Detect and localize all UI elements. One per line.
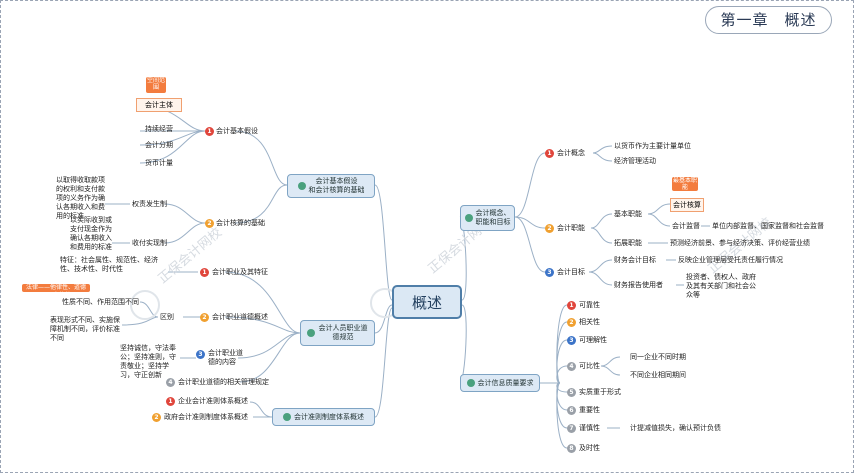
- priority-4-icon: 4: [567, 362, 576, 371]
- node-accounting-objective[interactable]: 会计目标: [557, 268, 585, 276]
- node-difference[interactable]: 区别: [160, 313, 174, 321]
- node-accounting-calculation[interactable]: 会计核算: [670, 198, 704, 212]
- desc-accrual-basis: 以取得收取款项的权利和支付款项的义务作为确认各期收入和费用的标准: [56, 176, 105, 220]
- priority-2-icon: 2: [200, 313, 209, 322]
- node-same-entity[interactable]: 同一企业不同时期: [630, 353, 686, 361]
- node-ethics-regulations[interactable]: 会计职业道德的相关管理规定: [178, 378, 269, 386]
- tag-basic-function: 最基本职能: [672, 177, 698, 191]
- node-ethics-content[interactable]: 会计职业道德的内容: [208, 349, 243, 366]
- node-icon: [307, 329, 315, 337]
- node-accrual-basis[interactable]: 权责发生制: [132, 200, 167, 208]
- node-economic-management[interactable]: 经济管理活动: [614, 157, 656, 165]
- priority-1-icon: 1: [200, 268, 209, 277]
- node-accounting-basis[interactable]: 会计核算的基础: [216, 219, 265, 227]
- node-financial-objective[interactable]: 财务会计目标: [614, 256, 656, 264]
- branch-info-quality[interactable]: 会计信息质量要求: [460, 374, 540, 392]
- branch-basic-assumptions[interactable]: 会计基本假设 和会计核算的基础: [287, 174, 375, 198]
- node-report-users[interactable]: 财务报告使用者: [614, 281, 663, 289]
- node-prudence[interactable]: 谨慎性: [579, 424, 600, 432]
- priority-1-icon: 1: [567, 301, 576, 310]
- node-ethics-overview[interactable]: 会计职业道德概述: [212, 313, 268, 321]
- node-timeliness[interactable]: 及时性: [579, 444, 600, 452]
- branch-professional-ethics[interactable]: 会计人员职业道德规范: [300, 320, 375, 346]
- branch-label: 会计准则制度体系概述: [294, 412, 364, 421]
- tag-law-vs-ethics: 法律——他律性、道德——自律性: [22, 284, 90, 299]
- priority-8-icon: 8: [567, 444, 576, 453]
- node-icon: [283, 413, 291, 421]
- desc-extended-functions: 预测经济前景、参与经济决策、评价经营业绩: [670, 239, 810, 247]
- priority-2-icon: 2: [545, 224, 554, 233]
- desc-cash-basis: 以实际收到或支付现金作为确认各期收入和费用的标准: [70, 216, 112, 251]
- priority-5-icon: 5: [567, 388, 576, 397]
- node-substance-over-form[interactable]: 实质重于形式: [579, 388, 621, 396]
- node-diff-nature[interactable]: 性质不同、作用范围不同: [62, 298, 139, 306]
- desc-report-users: 投资者、债权人、政府及其有关部门和社会公众等: [686, 273, 756, 299]
- node-different-entity[interactable]: 不同企业相同期间: [630, 371, 686, 379]
- node-accounting-functions[interactable]: 会计职能: [557, 224, 585, 232]
- node-monetary-unit[interactable]: 以货币作为主要计量单位: [614, 142, 691, 150]
- node-accounting-profession[interactable]: 会计职业及其特征: [212, 268, 268, 276]
- desc-ethics-content: 坚持诚信，守法奉公；坚持准则，守责敬业；坚持学习，守正创新: [120, 344, 176, 379]
- branch-label: 会计基本假设 和会计核算的基础: [308, 177, 365, 194]
- page-title: 第一章 概述: [705, 6, 832, 34]
- priority-7-icon: 7: [567, 424, 576, 433]
- node-enterprise-standards[interactable]: 企业会计准则体系概述: [178, 397, 248, 405]
- tag-spatial-scope: 空间范围: [146, 77, 166, 93]
- priority-6-icon: 6: [567, 406, 576, 415]
- branch-label: 会计人员职业道德规范: [318, 324, 368, 341]
- branch-concept-functions[interactable]: 会计概念、 职能和目标: [460, 205, 515, 231]
- node-accounting-assumptions[interactable]: 会计基本假设: [216, 127, 258, 135]
- node-accounting-supervision[interactable]: 会计监督: [672, 222, 700, 230]
- root-node[interactable]: 概述: [392, 285, 462, 319]
- desc-supervision: 单位内部监督、国家监督和社会监督: [712, 222, 824, 230]
- desc-profession-features: 特征：社会属性、规范性、经济性、技术性、时代性: [60, 256, 158, 273]
- node-diff-form[interactable]: 表现形式不同、实施保障机制不同，评价标准不同: [50, 316, 120, 342]
- branch-label: 会计信息质量要求: [477, 378, 534, 387]
- node-monetary-measurement[interactable]: 货币计量: [145, 159, 173, 167]
- node-going-concern[interactable]: 持续经营: [145, 125, 173, 133]
- priority-3-icon: 3: [545, 268, 554, 277]
- branch-standards-system[interactable]: 会计准则制度体系概述: [272, 408, 375, 426]
- priority-2-icon: 2: [152, 413, 161, 422]
- watermark-logo-icon: [130, 290, 160, 320]
- priority-2-icon: 2: [567, 318, 576, 327]
- node-comparability[interactable]: 可比性: [579, 362, 600, 370]
- node-cash-basis[interactable]: 收付实现制: [132, 239, 167, 247]
- priority-4-icon: 4: [166, 378, 175, 387]
- priority-1-icon: 1: [166, 397, 175, 406]
- desc-prudence: 计提减值损失，确认预计负债: [630, 424, 721, 432]
- node-understandability[interactable]: 可理解性: [579, 336, 607, 344]
- node-materiality[interactable]: 重要性: [579, 406, 600, 414]
- node-accounting-period[interactable]: 会计分期: [145, 141, 173, 149]
- desc-financial-objective: 反映企业管理层受托责任履行情况: [678, 256, 783, 264]
- node-relevance[interactable]: 相关性: [579, 318, 600, 326]
- priority-2-icon: 2: [205, 219, 214, 228]
- node-accounting-entity[interactable]: 会计主体: [136, 98, 182, 112]
- node-basic-functions[interactable]: 基本职能: [614, 210, 642, 218]
- node-extended-functions[interactable]: 拓展职能: [614, 239, 642, 247]
- priority-1-icon: 1: [205, 127, 214, 136]
- node-icon: [297, 182, 306, 190]
- node-government-standards[interactable]: 政府会计准则制度体系概述: [164, 413, 248, 421]
- priority-3-icon: 3: [196, 350, 205, 359]
- priority-1-icon: 1: [545, 149, 554, 158]
- priority-3-icon: 3: [567, 336, 576, 345]
- node-icon: [466, 379, 475, 387]
- branch-label: 会计概念、 职能和目标: [475, 209, 511, 226]
- node-accounting-concept[interactable]: 会计概念: [557, 149, 585, 157]
- node-reliability[interactable]: 可靠性: [579, 301, 600, 309]
- node-icon: [464, 214, 473, 222]
